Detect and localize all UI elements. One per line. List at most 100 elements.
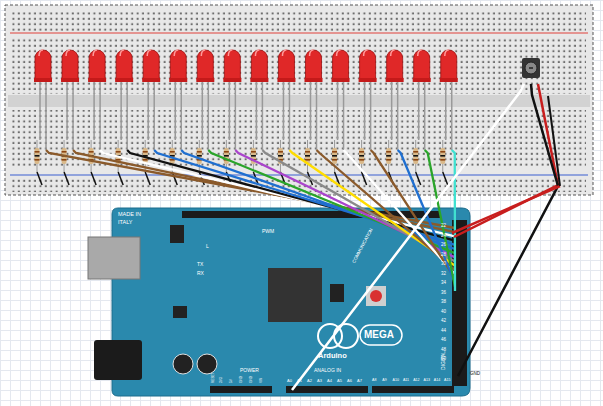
board-label: 50 [441,357,446,362]
resistor-band [251,155,256,157]
resistor-band [413,159,418,161]
led-leg [153,80,155,150]
resistor-symbol [35,148,40,164]
led-highlight [93,50,97,56]
led-leg [451,80,453,150]
wire [452,150,455,291]
led-leg [147,80,149,140]
ground-jumper [91,172,96,185]
resistor-band [305,151,310,153]
icsp-header [330,284,344,302]
led-rim [169,78,187,82]
led [143,50,159,80]
resistor-band [197,151,202,153]
led-leg [370,80,372,150]
resistor-band [359,155,364,157]
resistor-band [278,151,283,153]
led [387,50,403,80]
led-leg [126,80,128,150]
led-rim [115,78,133,82]
board-label: A8 [372,379,376,383]
resistor-band [440,155,445,157]
led [89,50,105,80]
led-highlight [391,50,395,56]
led-leg [364,80,366,140]
board-label: PWM [262,229,274,234]
led-leg [235,80,237,150]
led-leg [256,80,258,140]
capacitor [197,354,217,374]
led-rim [386,78,404,82]
resistor-band [116,151,121,153]
board-label: A0 [287,379,292,383]
resistor-symbol [359,148,364,164]
board-label: 40 [441,310,446,315]
led-highlight [364,50,368,56]
led-leg [316,80,318,150]
board-label: RESET [212,372,215,383]
led-rim [196,78,214,82]
board-label: 22 [441,224,446,229]
resistor-band [413,151,418,153]
led [197,50,213,80]
led [224,50,240,80]
resistor-band [143,151,148,153]
ground-jumper [145,172,150,185]
breadboard [5,5,593,195]
resistor-band [440,151,445,153]
led-leg [337,80,339,140]
led-highlight [445,50,449,56]
board-label: MEGA [364,330,394,340]
resistor-band [278,155,283,157]
led-leg [397,80,399,150]
led-rim [61,78,79,82]
led-highlight [201,50,205,56]
board-label: 36 [441,291,446,296]
board-label: GND [240,376,243,383]
board-label: 30 [441,262,446,267]
resistor-band [224,155,229,157]
led-leg [120,80,122,140]
resistor-band [386,155,391,157]
resistor-band [197,155,202,157]
board-label: A4 [327,379,332,383]
resistor-band [62,151,67,153]
board-label: RX [197,271,204,276]
led-leg [310,80,312,140]
arduino-logo [334,324,358,348]
negative-rail-line [10,175,588,176]
led-leg [343,80,345,150]
board-label: 5V [230,379,233,383]
board-label: A15 [444,379,450,383]
ground-jumper [64,172,69,185]
board-label: 24 [441,234,446,239]
resistor-band [359,159,364,161]
resistor-band [386,159,391,161]
board-label: A14 [434,379,440,383]
usb-port [88,237,140,279]
icsp-header [170,225,184,243]
power-rail-holes [12,12,586,32]
led-highlight [174,50,178,56]
led-rim [223,78,241,82]
board-label: ITALY [118,220,132,226]
led-rim [305,78,323,82]
microcontroller-chip [268,268,322,322]
board-label: ANALOG IN [314,368,341,373]
resistor-band [386,151,391,153]
board-label: 38 [441,300,446,305]
board-label: TX [197,262,203,267]
led-rim [250,78,268,82]
led-leg [181,80,183,150]
board-label: A7 [357,379,362,383]
ground-jumper [37,172,42,185]
potentiometer-knob [529,67,533,69]
board-label: A2 [307,379,312,383]
led-rim [277,78,295,82]
board-label: A10 [393,379,399,383]
board-label: A11 [403,379,409,383]
led [278,50,294,80]
led-rim [359,78,377,82]
led-leg [202,80,204,140]
